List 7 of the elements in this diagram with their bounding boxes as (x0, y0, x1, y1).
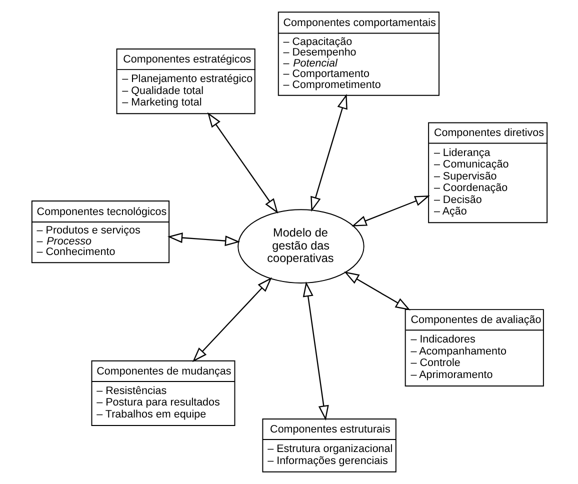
arrow (166, 232, 240, 246)
arrow (310, 94, 347, 212)
arrow (344, 272, 410, 310)
arrow (206, 112, 278, 214)
arrow (351, 195, 430, 226)
arrow (192, 277, 272, 362)
arrow (302, 282, 328, 421)
